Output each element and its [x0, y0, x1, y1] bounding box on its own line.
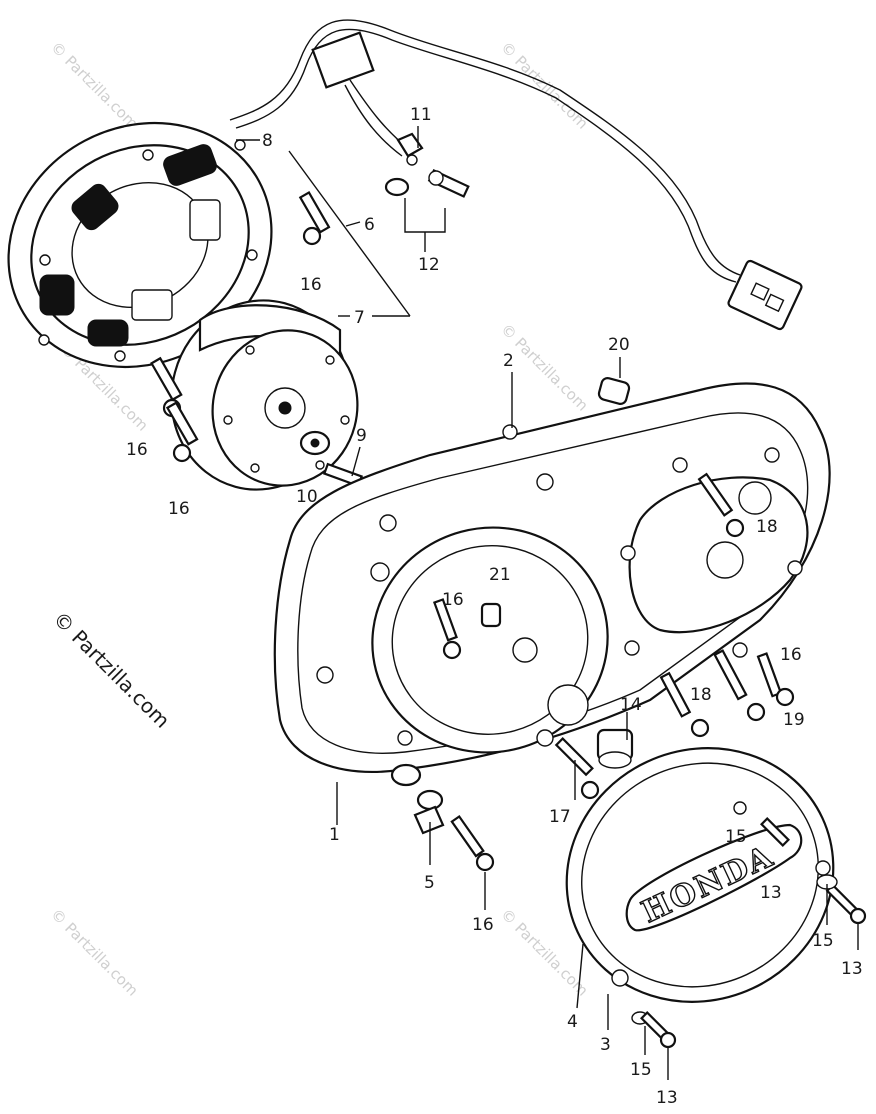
callout-15-a: 15	[725, 827, 747, 847]
callout-15-c: 15	[630, 1060, 652, 1080]
callout-16-d: 16	[442, 590, 464, 610]
callout-17: 17	[549, 807, 571, 827]
callout-16-c: 16	[168, 499, 190, 519]
callout-13-c: 13	[656, 1088, 678, 1108]
watermark-5: © Partzilla.com	[47, 905, 142, 1000]
callout-3: 3	[600, 1035, 611, 1055]
callout-5: 5	[424, 873, 435, 893]
callout-16-a: 16	[300, 275, 322, 295]
stator-assembly	[7, 121, 273, 369]
bolts-left	[150, 191, 364, 488]
callout-9: 9	[356, 426, 367, 446]
callout-18-a: 18	[756, 517, 778, 537]
callout-19: 19	[783, 710, 805, 730]
callout-20: 20	[608, 335, 630, 355]
watermark-1: © Partzilla.com	[47, 38, 142, 133]
callout-1: 1	[329, 825, 340, 845]
terminal-parts	[384, 132, 470, 198]
callout-13-a: 13	[760, 883, 782, 903]
callout-18-b: 18	[690, 685, 712, 705]
wiring-harness	[229, 19, 803, 331]
callout-10: 10	[296, 487, 318, 507]
side-watermark: © Partzilla.com	[48, 607, 174, 733]
callout-21: 21	[489, 565, 511, 585]
callout-16-e: 16	[780, 645, 802, 665]
callout-8: 8	[262, 131, 273, 151]
callout-6: 6	[364, 215, 375, 235]
crankcase-cover	[273, 376, 831, 773]
callout-2: 2	[503, 351, 514, 371]
leader-lines	[236, 126, 859, 1080]
points-cover: HONDA	[565, 747, 867, 1049]
callout-14: 14	[620, 695, 642, 715]
callout-7: 7	[354, 308, 365, 328]
callout-15-b: 15	[812, 931, 834, 951]
watermark-2: © Partzilla.com	[497, 38, 592, 133]
callout-4: 4	[567, 1012, 578, 1032]
callout-16-b: 16	[126, 440, 148, 460]
callout-16-f: 16	[472, 915, 494, 935]
bolts-cover	[390, 472, 795, 872]
callout-labels: 8 11 6 16 12 7 2 20 16 16 9 10 18 21 16 …	[126, 105, 863, 1108]
callout-12: 12	[418, 255, 440, 275]
callout-11: 11	[410, 105, 432, 125]
callout-13-b: 13	[841, 959, 863, 979]
